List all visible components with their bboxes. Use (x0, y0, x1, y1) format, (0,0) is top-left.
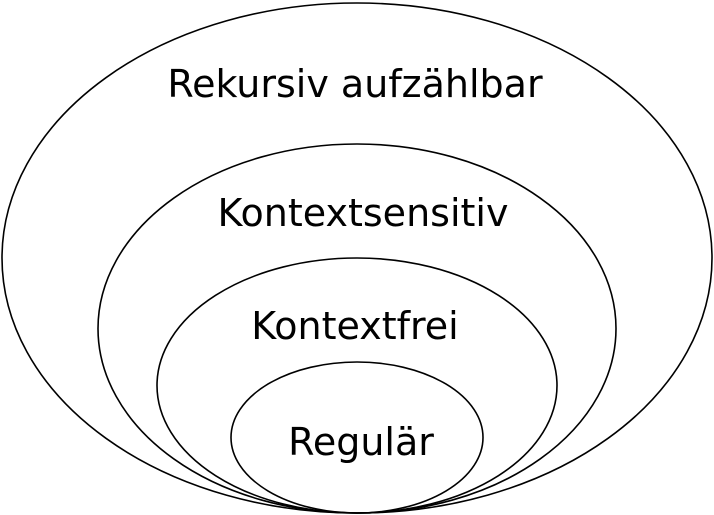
label-context-sensitive: Kontextsensitiv (218, 191, 509, 235)
ring-regular (230, 361, 484, 514)
label-context-free: Kontextfrei (251, 304, 458, 348)
label-regular: Regulär (288, 420, 434, 464)
label-recursively-enumerable: Rekursiv aufzählbar (167, 62, 543, 106)
ring-context-free (156, 257, 558, 514)
